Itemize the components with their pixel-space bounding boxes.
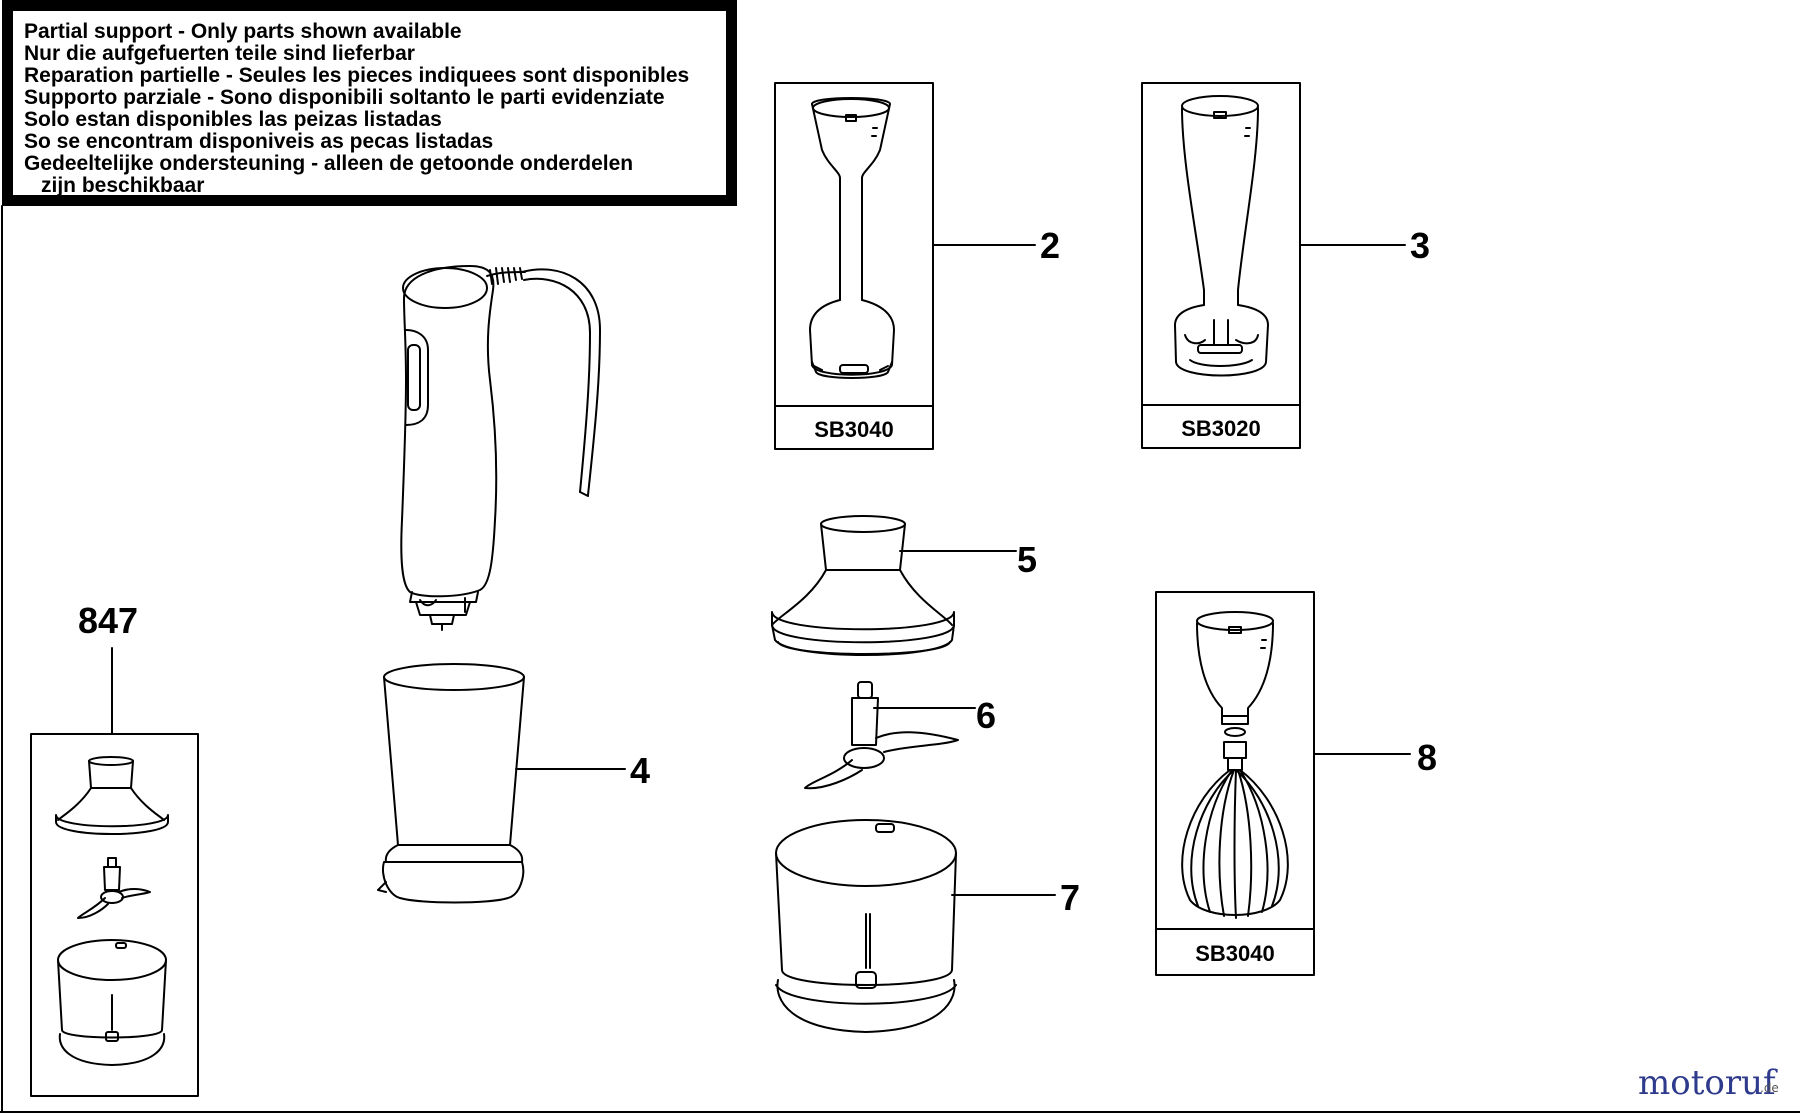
watermark-text: motoruf [1638,1063,1776,1103]
notice-line-nl: Gedeeltelijke ondersteuning - alleen de … [24,152,634,175]
part-number-3: 3 [1410,225,1431,266]
part-number-8: 8 [1417,737,1438,778]
motor-power-cord-outer [521,268,601,496]
notice-line-fr: Reparation partielle - Seules les pieces… [24,64,690,87]
model-label-part-8: SB3040 [1195,941,1275,966]
motor-coupling-ring [409,591,479,603]
part-8-whisk-attachment [1155,591,1315,976]
part-2-shaft-right [811,97,891,301]
motor-handle-part [400,265,601,631]
part-3-blender-shaft [1141,82,1301,449]
part-number-7: 7 [1060,877,1081,918]
kit-847-chopper-set [30,647,199,1097]
part-7-bowl-base [776,979,956,1033]
part-7-bowl-body [775,852,957,986]
watermark-suffix: .de [1760,1081,1779,1095]
part-number-5: 5 [1017,539,1038,580]
motor-handle-switch [407,344,421,411]
part-4-beaker-base [382,861,525,904]
part-7-chopper-bowl [775,819,957,1033]
kit-number-847: 847 [78,600,139,641]
part-6-chopper-blade [804,681,959,790]
notice-line-pt: So se encontram disponiveis as pecas lis… [24,130,494,153]
part-5-lid-rim [771,611,955,644]
motor-handle-button-recess [405,329,429,426]
model-label-part-2: SB3040 [814,417,894,442]
part-2-blender-shaft [774,82,934,450]
motor-handle-body [400,265,498,598]
watermark-logo: motoruf.de [1638,1063,1779,1103]
part-5-chopper-lid [771,515,955,656]
part-6-blade-left [804,759,863,790]
kit-847-frame [30,733,199,1097]
availability-notice: Partial support - Only parts shown avail… [2,0,737,206]
notice-line-nl-cont: zijn beschikbaar [41,174,205,197]
part-number-6: 6 [976,695,997,736]
part-4-beaker [377,663,525,904]
part-number-2: 2 [1040,225,1061,266]
part-4-beaker-body [383,676,525,846]
part-3-frame [1141,82,1301,449]
part-2-shaft-left [811,103,841,301]
notice-line-de: Nur die aufgefuerten teile sind lieferba… [24,42,415,65]
notice-line-es: Solo estan disponibles las peizas listad… [24,108,442,131]
motor-cord-strain-relief [489,267,523,285]
model-label-part-3: SB3020 [1181,416,1261,441]
part-3-shaft-left [1181,107,1205,306]
notice-line-it: Supporto parziale - Sono disponibili sol… [24,86,665,109]
motor-power-cord-inner [523,277,591,493]
part-3-shaft-right [1237,107,1259,306]
part-2-frame [774,82,934,450]
motor-handle-top-cap [402,267,488,309]
part-number-4: 4 [630,750,651,791]
notice-line-en: Partial support - Only parts shown avail… [24,20,462,43]
part-8-frame [1155,591,1315,976]
part-6-blade-right [875,731,959,753]
part-3-blade-guard [1174,304,1269,377]
part-2-blade-guard [809,299,895,376]
